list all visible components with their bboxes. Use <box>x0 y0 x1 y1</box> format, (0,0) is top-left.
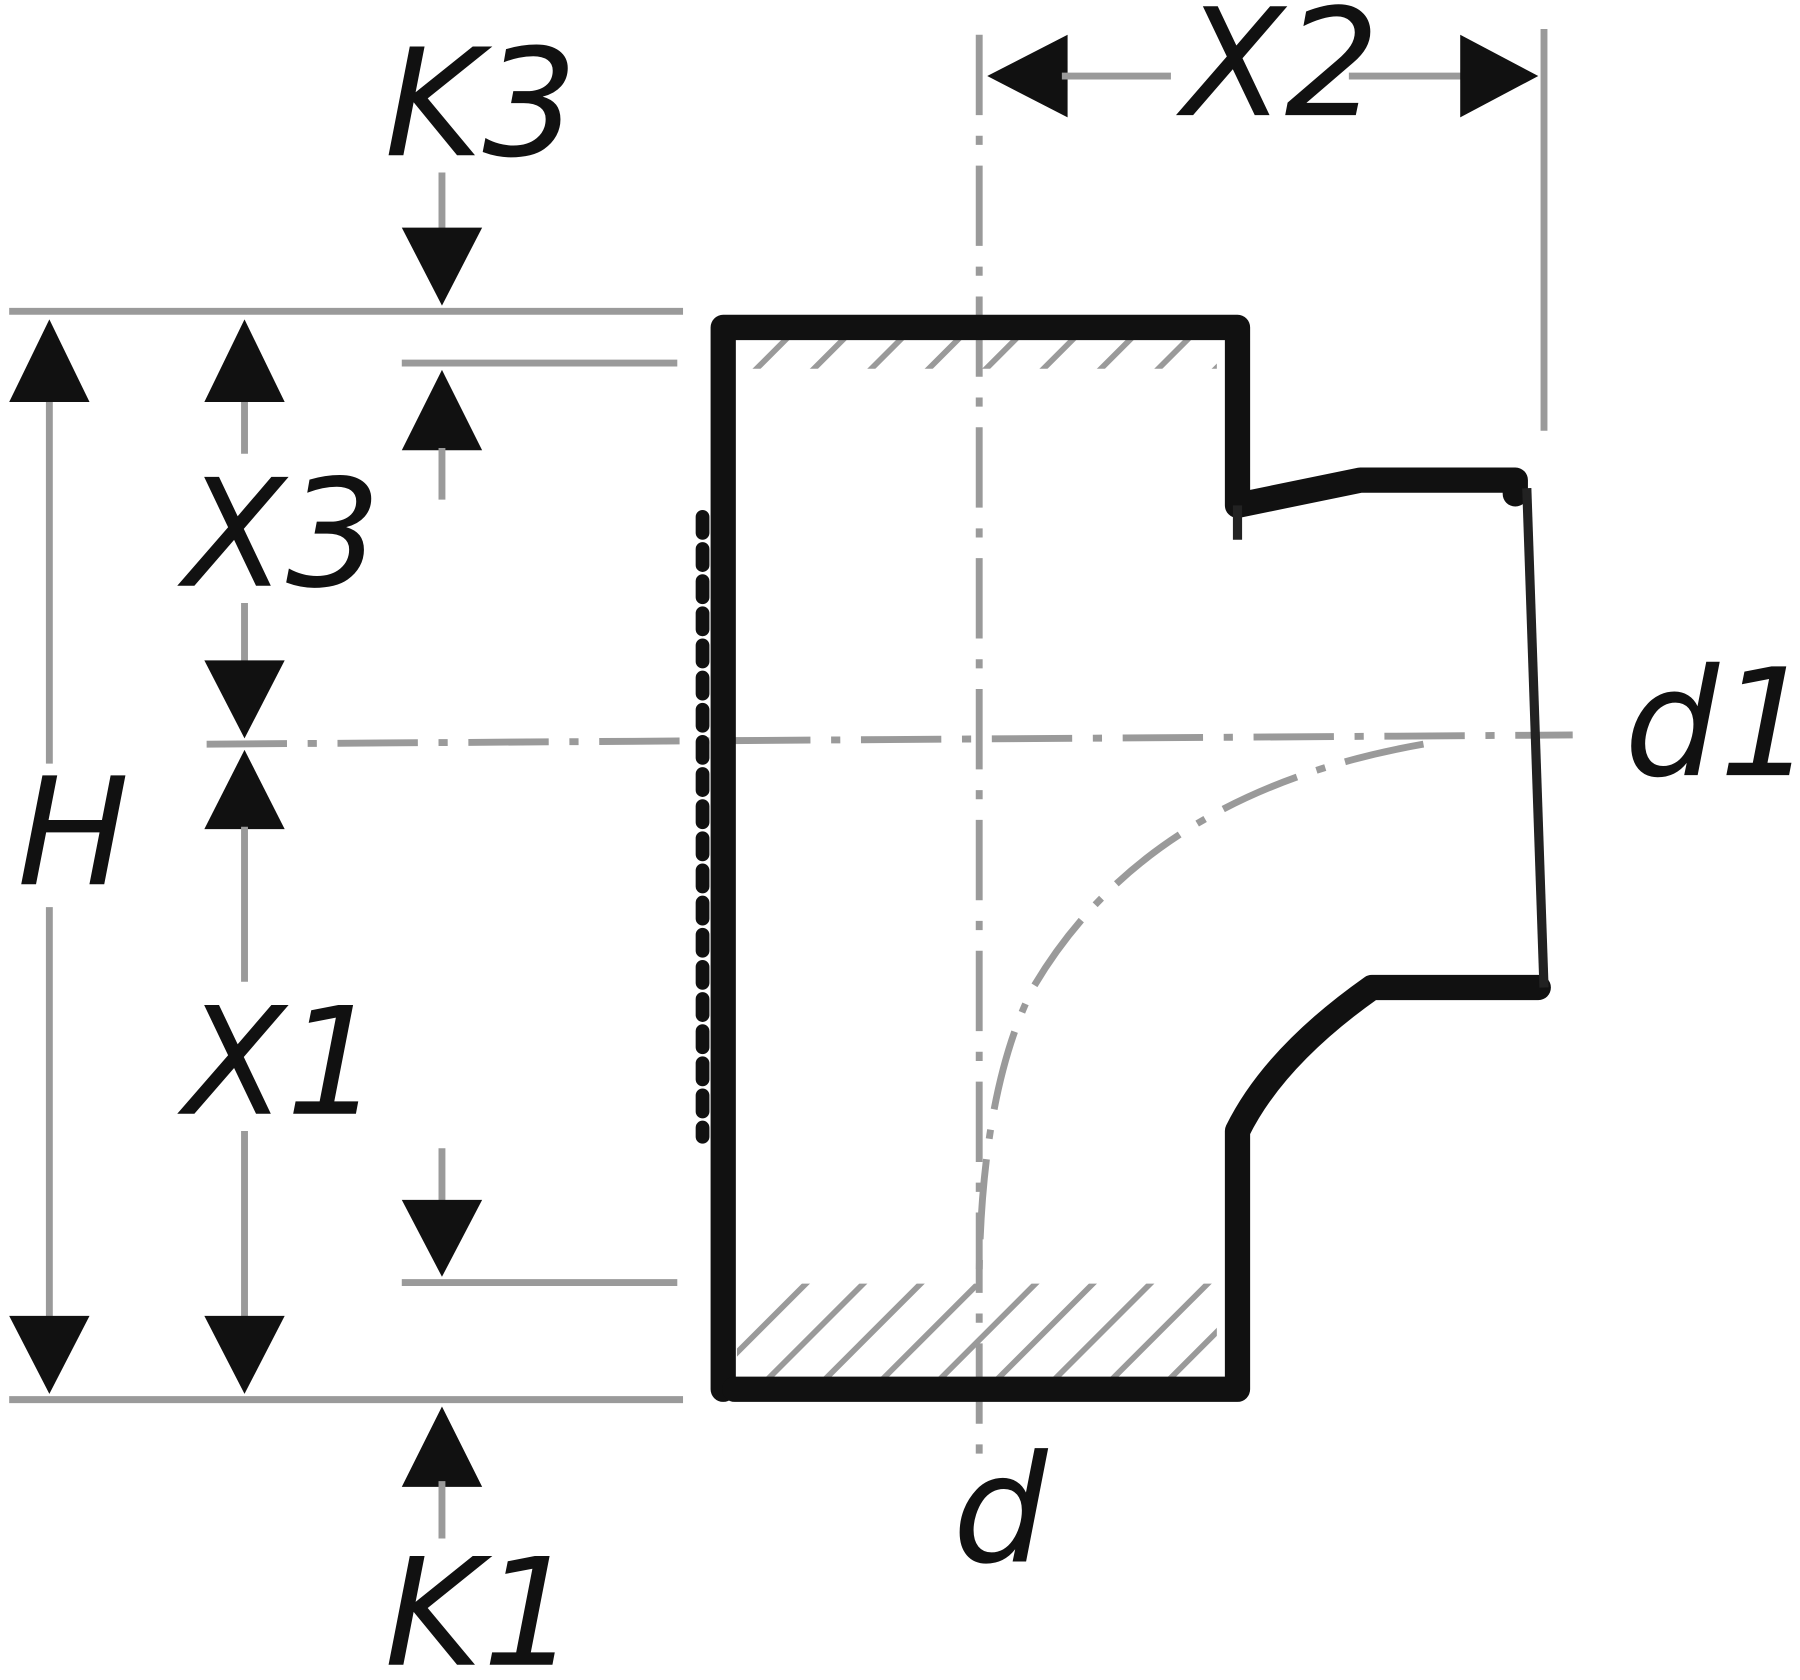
dimension-k1: K1 <box>385 1148 578 1680</box>
dimension-x2: X2 <box>987 0 1539 151</box>
label-h: H <box>17 746 129 920</box>
dimension-h: H <box>9 319 129 1394</box>
label-k1: K1 <box>385 1527 578 1680</box>
label-d: d <box>953 1423 1049 1597</box>
label-x3: X3 <box>177 448 381 622</box>
dimension-x1: X1 <box>177 749 381 1394</box>
label-x2: X2 <box>1175 0 1379 151</box>
fitting-outline <box>695 314 1551 1402</box>
label-x1: X1 <box>177 976 381 1150</box>
label-d1: d1 <box>1624 637 1800 811</box>
center-lines <box>206 34 1573 1470</box>
extension-lines <box>9 28 1548 1404</box>
dimension-k3: K3 <box>385 17 578 500</box>
dimension-x3: X3 <box>177 319 381 739</box>
label-k3: K3 <box>385 17 578 191</box>
